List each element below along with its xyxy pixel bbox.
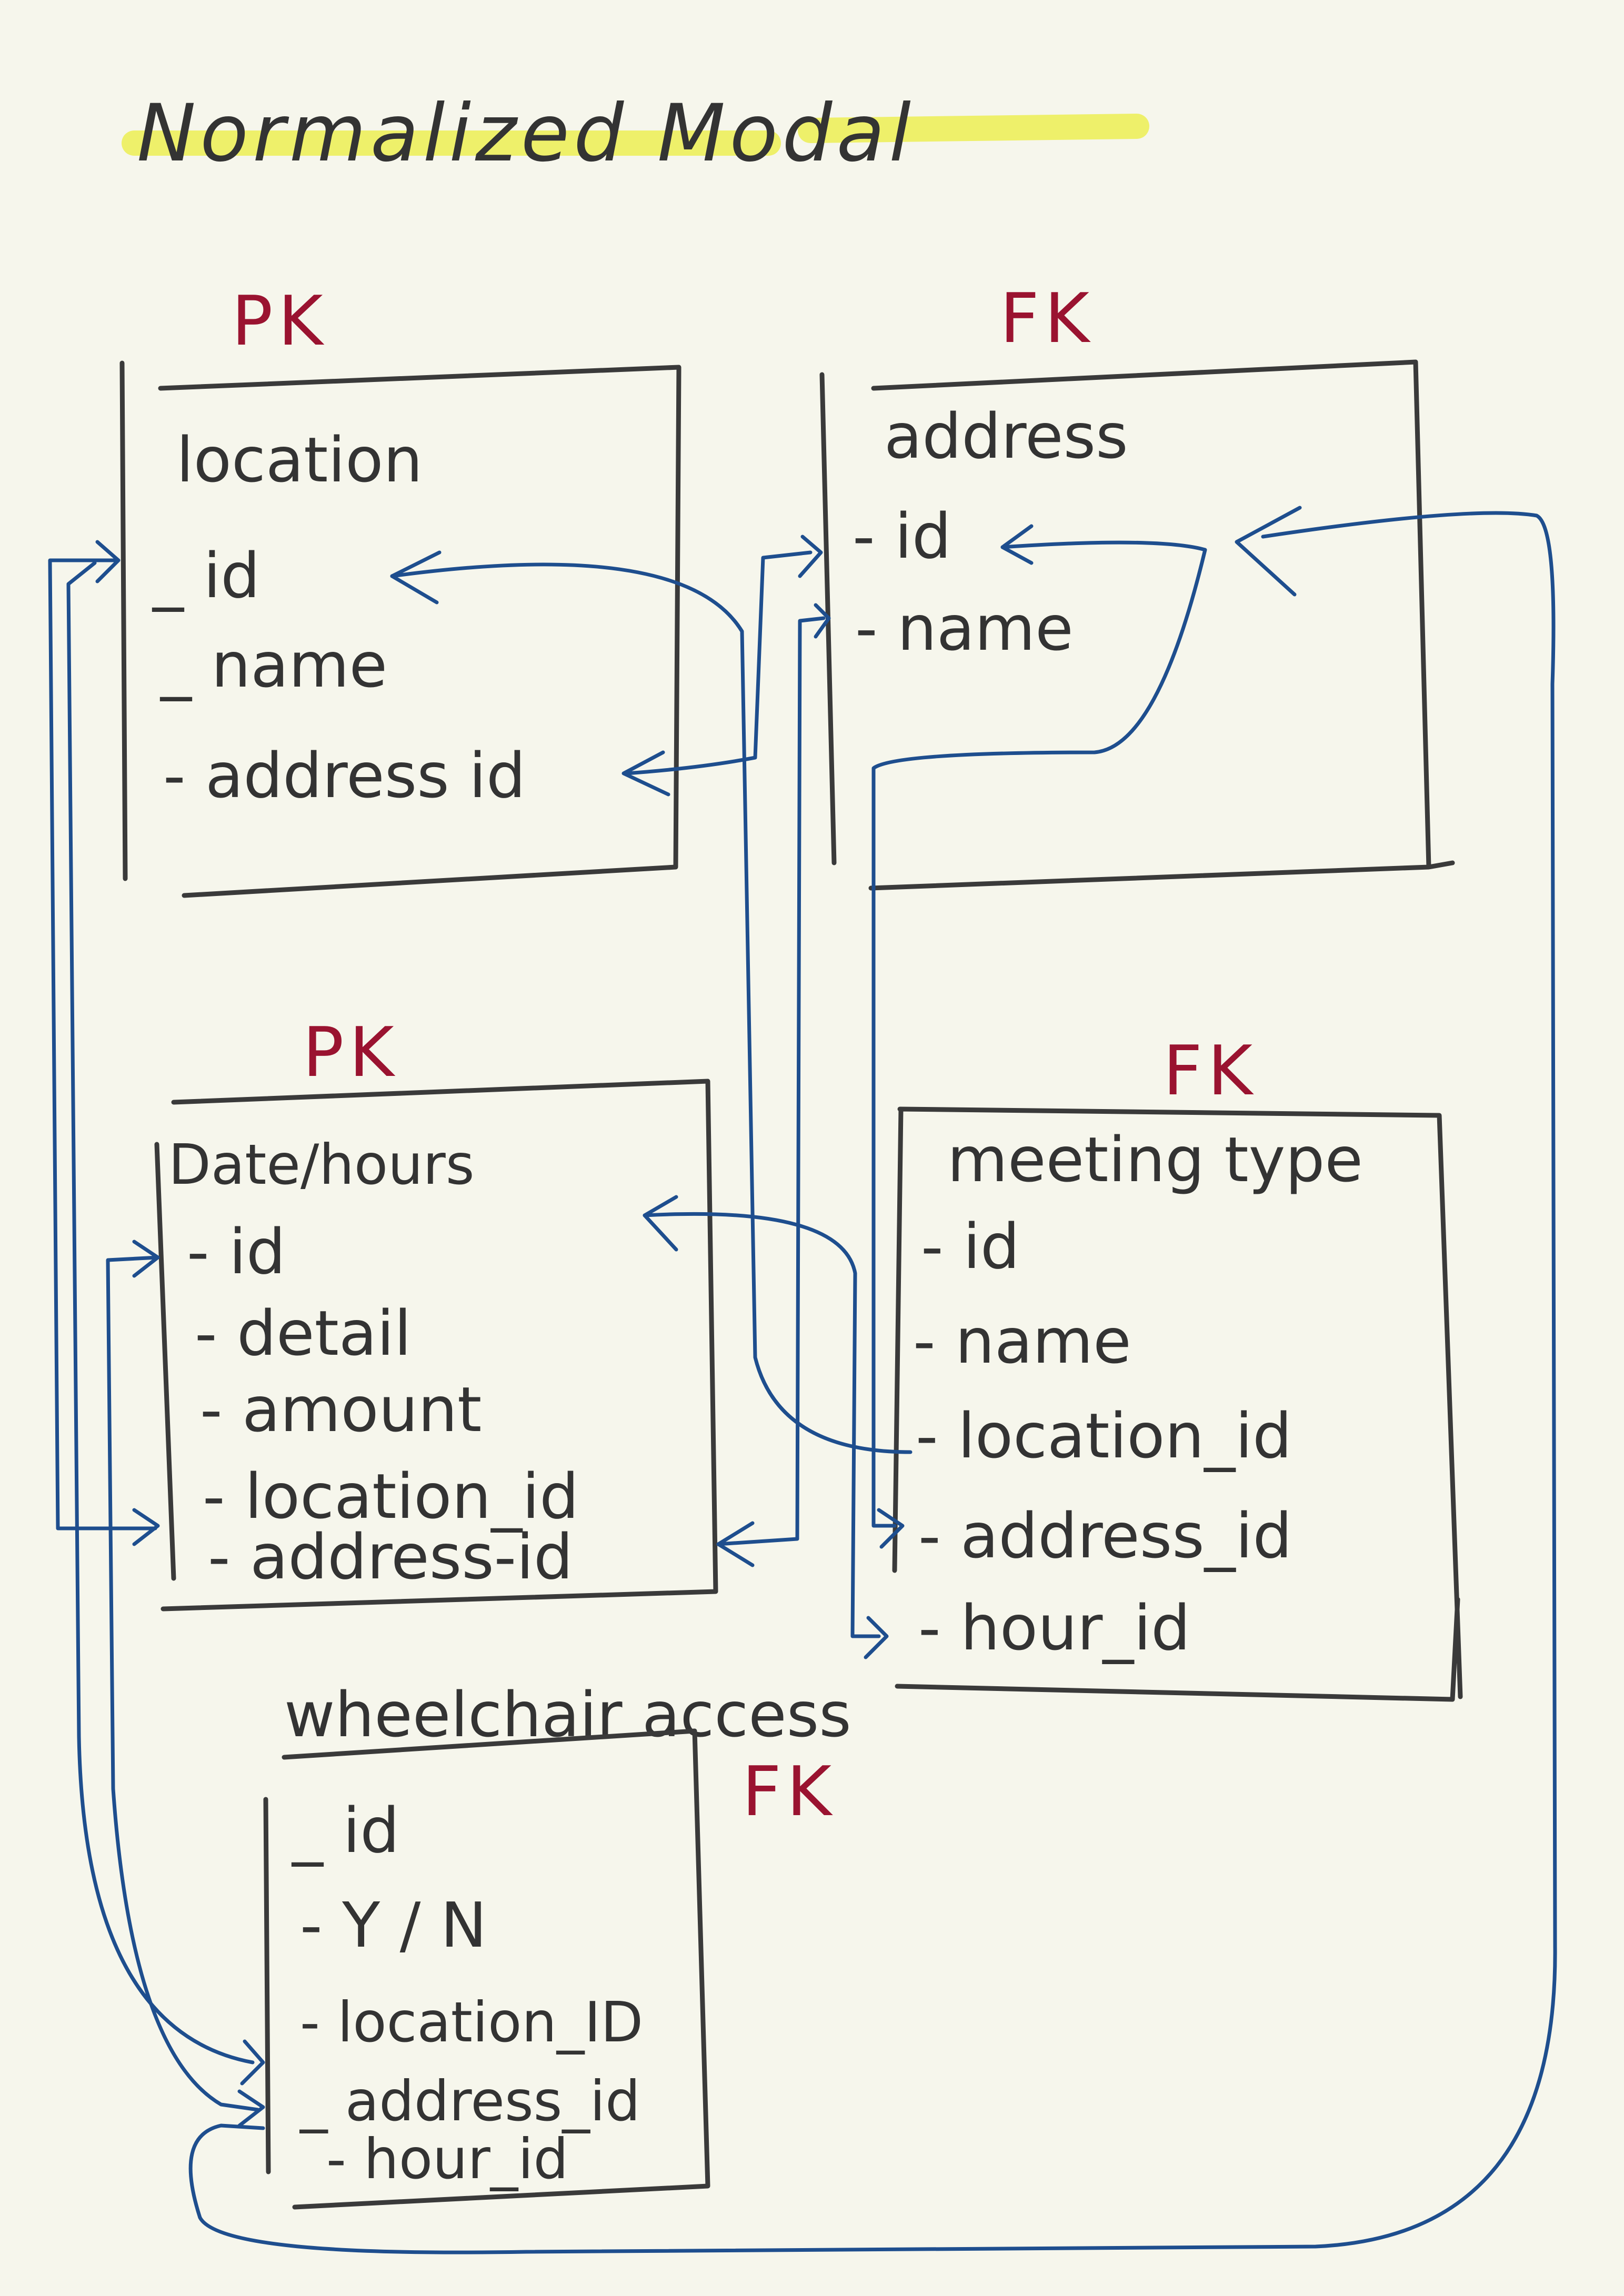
link-address-name-hours	[716, 616, 826, 1546]
hours-field-address-id: - address-id	[208, 1520, 573, 1593]
link-location-id-meeting-location	[390, 562, 913, 1454]
address-field-name: - name	[855, 592, 1074, 664]
arrow-address-name	[814, 603, 831, 639]
arrow-wheelchair-address-id	[237, 2089, 265, 2128]
arrow-address-id-left	[798, 535, 823, 578]
arrow-hours-location-id	[132, 1508, 160, 1546]
table-meeting: FK meeting type - id - name - location_i…	[892, 1031, 1463, 1702]
table-hours: PK Date/hours - id - detail - amount - l…	[154, 1012, 718, 1612]
meeting-box	[892, 1106, 1463, 1702]
arrow-hours-id	[643, 1195, 678, 1252]
meeting-table-name: meeting type	[947, 1123, 1363, 1196]
hours-box	[154, 1079, 718, 1612]
link-hours-meeting	[643, 1212, 881, 1638]
meeting-field-id: - id	[921, 1210, 1020, 1283]
arrow-meeting-address-id	[877, 1508, 905, 1549]
table-wheelchair: wheelchair access FK _ id - Y / N - loca…	[263, 1678, 851, 2210]
hours-field-amount: - amount	[200, 1373, 482, 1446]
title-highlight-2	[798, 114, 1149, 143]
link-address-meeting	[871, 540, 1207, 1528]
hours-field-detail: - detail	[195, 1297, 412, 1369]
address-key-label: FK	[1000, 278, 1095, 358]
location-table-name: location	[176, 424, 423, 496]
location-key-label: PK	[232, 281, 328, 361]
location-box	[119, 360, 681, 898]
page-title: Normalized Modal	[137, 88, 915, 179]
location-field-id: _ id	[152, 539, 260, 612]
relationship-lines	[48, 506, 1557, 2254]
meeting-key-label: FK	[1163, 1031, 1258, 1111]
wheelchair-field-yn: - Y / N	[300, 1889, 487, 1961]
location-field-address-id: - address id	[163, 739, 526, 812]
hours-key-label: PK	[303, 1012, 399, 1092]
arrow-location-id-left	[95, 540, 121, 583]
wheelchair-field-hour-id: - hour_id	[326, 2127, 568, 2191]
arrow-address-id-right	[1000, 524, 1034, 565]
location-field-name: _ name	[159, 629, 387, 701]
table-location: PK location _ id _ name - address id	[119, 281, 681, 898]
hours-table-name: Date/hours	[168, 1133, 475, 1197]
arrow-hours-id-left	[132, 1240, 160, 1278]
address-field-id: - id	[853, 500, 951, 572]
arrow-hours-address-id	[716, 1521, 755, 1567]
wheelchair-field-address-id: _ address_id	[299, 2069, 640, 2133]
arrow-location-id	[390, 550, 442, 605]
wheelchair-key-label: FK	[742, 1751, 837, 1831]
link-location-wheelchair	[66, 561, 255, 2065]
meeting-field-address-id: - address_id	[918, 1499, 1292, 1572]
arrow-address-id-far-right	[1235, 506, 1302, 597]
hours-field-id: - id	[187, 1215, 286, 1288]
hours-field-location-id: - location_id	[203, 1460, 579, 1533]
meeting-field-location-id: - location_id	[916, 1399, 1292, 1472]
title-group: Normalized Modal	[122, 88, 1149, 179]
meeting-field-hour-id: - hour_id	[918, 1592, 1190, 1664]
wheelchair-field-id: _ id	[291, 1794, 399, 1867]
arrow-wheelchair-location-id	[240, 2039, 265, 2086]
link-address-wheelchair-loop	[188, 511, 1557, 2254]
wheelchair-field-location-id: - location_ID	[300, 1990, 643, 2055]
meeting-field-name: - name	[913, 1305, 1131, 1377]
arrow-meeting-hour-id	[864, 1616, 889, 1659]
link-hours-wheelchair	[106, 1255, 260, 2112]
link-location-hours	[48, 558, 157, 1530]
wheelchair-box	[263, 1728, 710, 2210]
link-location-address	[624, 550, 813, 776]
arrow-location-address-id	[621, 750, 670, 797]
address-table-name: address	[884, 400, 1128, 472]
table-address: FK address - id - name	[819, 278, 1455, 891]
